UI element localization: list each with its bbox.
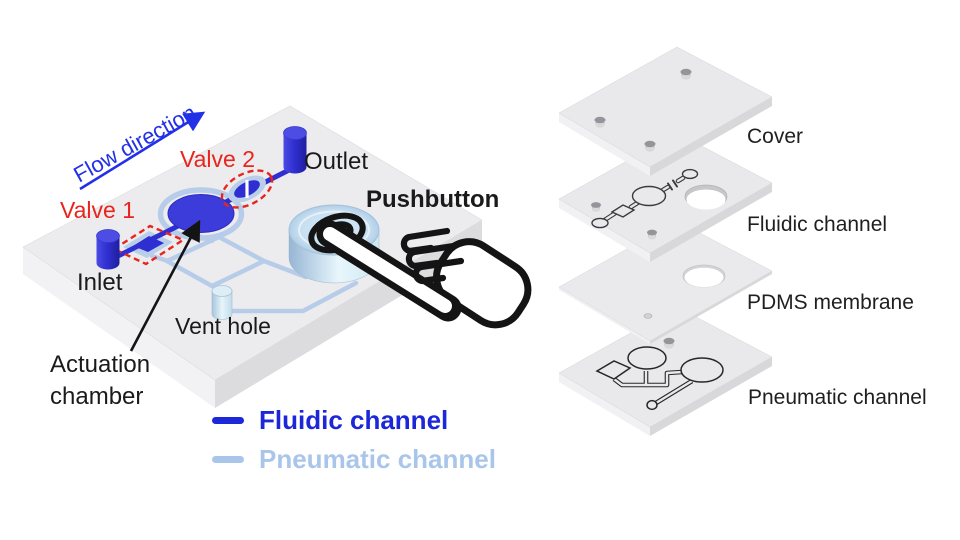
flow-direction-arrow (79, 111, 206, 191)
layer-label-pdms-membrane: PDMS membrane (747, 291, 914, 314)
inlet-port-cylinder (96, 229, 120, 270)
valve-2 (228, 175, 266, 203)
inlet-label: Inlet (77, 269, 123, 296)
layer-fluidic-plate (558, 132, 773, 262)
pneumatic-channel-swatch (212, 456, 244, 463)
vent-hole-cylinder (211, 285, 233, 320)
exploded-stack (558, 46, 773, 436)
valve-1-highlight-box (111, 224, 186, 266)
legend-item-fluidic: Fluidic channel (212, 405, 448, 436)
actuation-chamber-arrow (129, 219, 201, 352)
fluidic-channel-legend-label: Fluidic channel (259, 405, 449, 435)
layer-membrane-sheet (558, 220, 773, 344)
actuation-chamber (167, 194, 235, 233)
valve-2-label: Valve 2 (180, 146, 256, 172)
layer-label-fluidic-channel: Fluidic channel (747, 213, 888, 236)
vent-hole-label: Vent hole (175, 313, 271, 339)
layer-cover-plate (558, 46, 773, 176)
outlet-label: Outlet (304, 148, 369, 175)
valve-1-seat (133, 236, 164, 252)
layer-label-pneumatic-channel: Pneumatic channel (748, 386, 927, 409)
pushbutton-label: Pushbutton (366, 186, 500, 213)
layer-label-cover: Cover (747, 125, 804, 148)
valve-2-highlight-ellipse (220, 169, 274, 209)
actuation-chamber-label: Actuation chamber (50, 351, 151, 411)
pressing-finger-icon (316, 220, 532, 329)
outlet-port-cylinder (283, 126, 307, 174)
pneumatic-channel-legend-label: Pneumatic channel (259, 444, 496, 474)
fluidic-channel-swatch (212, 417, 244, 424)
assembled-chip (22, 105, 532, 408)
legend-item-pneumatic: Pneumatic channel (212, 444, 496, 475)
valve-1-label: Valve 1 (60, 197, 136, 223)
